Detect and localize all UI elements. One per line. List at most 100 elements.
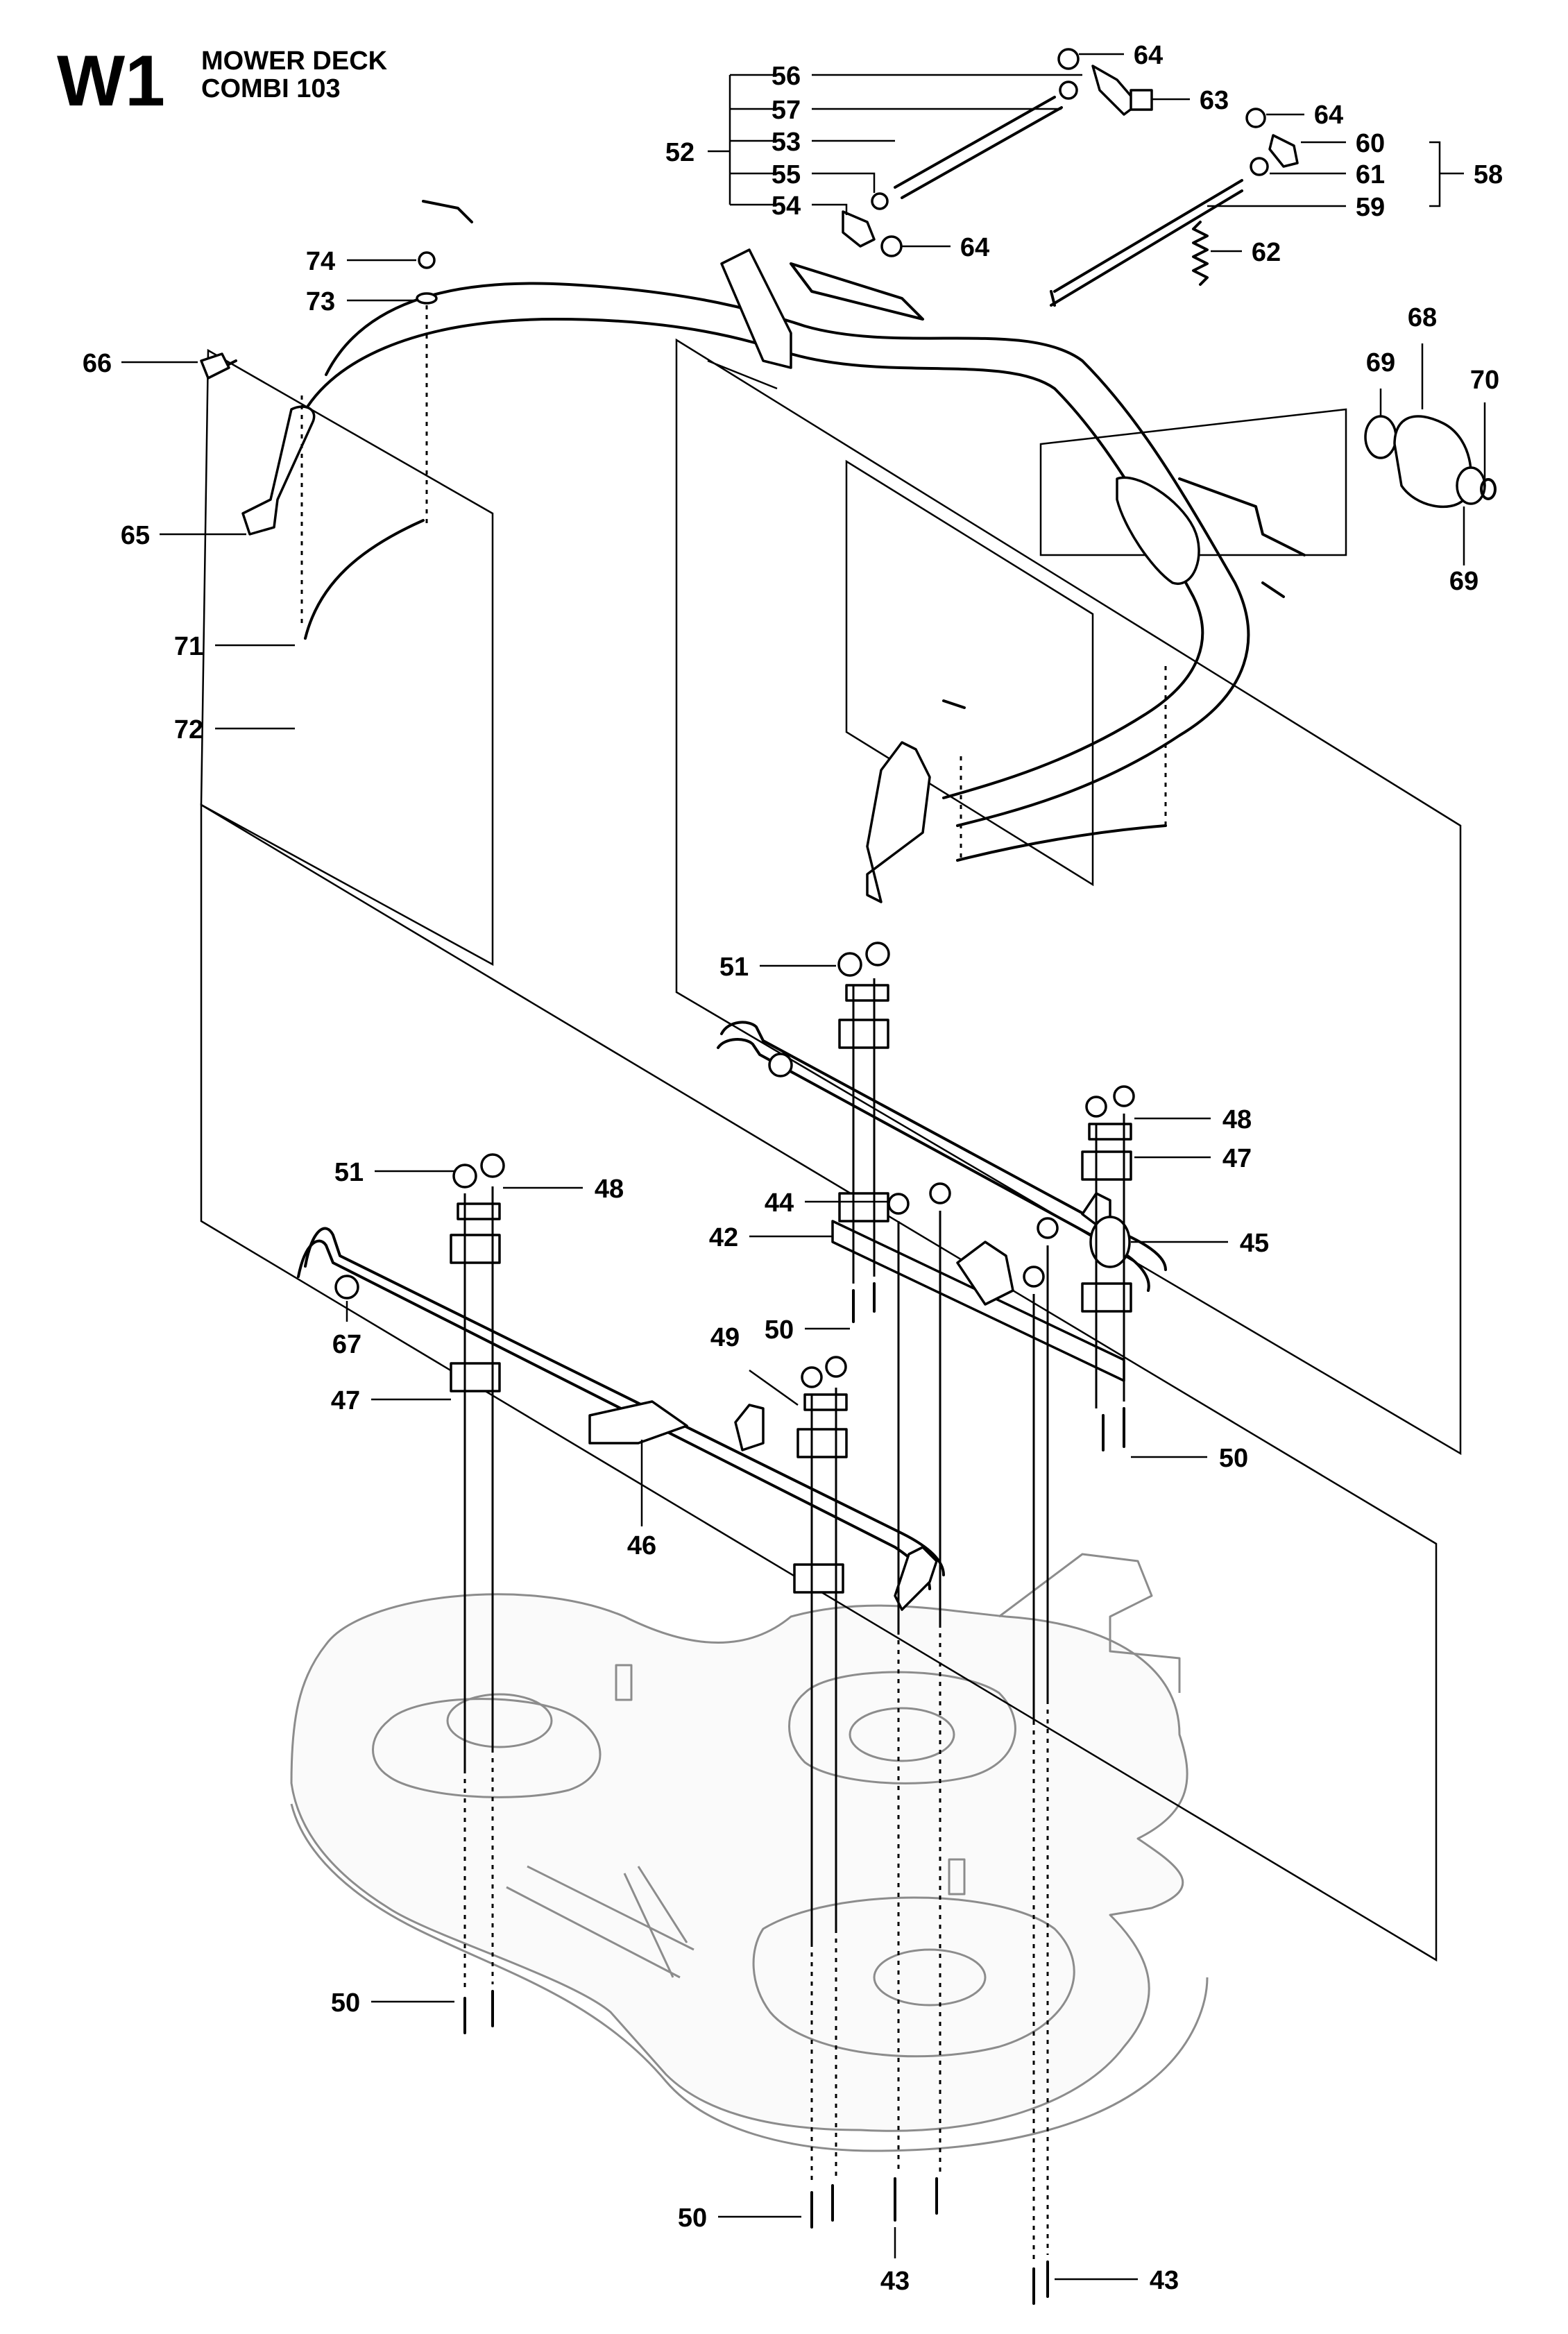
washer-69-left [1364,415,1397,459]
clamp-right-lower [1081,1282,1132,1313]
callout-61: 61 [1356,160,1385,189]
deck-shell [290,1593,1188,2132]
washer-69-right [1456,466,1486,505]
callout-43-right: 43 [1150,2266,1179,2295]
nut-64-top [1057,48,1080,70]
callout-62: 62 [1252,238,1281,267]
clamp-front-lower [793,1563,844,1594]
nut-42-b [1023,1266,1045,1288]
assembly-axes [300,305,1167,2262]
callout-64-top: 64 [1134,41,1163,70]
lift-arm-tube-inner [297,318,1204,799]
rod-59 [1050,179,1243,307]
deck-post-left [615,1664,633,1701]
roller-assembly [1364,415,1497,509]
nut-right-a [1085,1096,1107,1118]
bolt-shanks [463,1282,1125,2305]
frame-front-axle [200,803,1438,1962]
callout-51-left: 51 [334,1158,364,1187]
fasteners [200,200,1285,2305]
callout-55: 55 [772,160,801,189]
beam-42-bracket [956,1241,1014,1306]
frame-roller [1039,408,1347,556]
lift-arm-rod-top [790,262,924,321]
nut-44-b [929,1182,951,1204]
callout-65: 65 [121,521,150,550]
plate-48-left [457,1202,501,1220]
callout-50-bottom: 50 [678,2204,707,2233]
lift-bracket-left-65 [241,405,316,536]
bushing-45 [1089,1216,1131,1268]
beam-42 [831,1220,1125,1382]
callout-51-top: 51 [719,953,749,982]
callout-69-left: 69 [1366,348,1395,377]
lift-arm-assembly [241,248,1306,903]
nut-55 [871,192,889,210]
callout-56: 56 [772,62,801,91]
clamp-49 [796,1428,848,1458]
plate-48-right [1088,1123,1132,1141]
front-axle [297,1227,945,1611]
lead-49 [749,1369,799,1406]
rod-end-54 [842,210,876,248]
callout-71: 71 [174,632,203,661]
frame-left-link [200,348,494,966]
lead-54 [812,203,848,215]
nut-61 [1250,157,1269,176]
clamp-47-right [1081,1150,1132,1181]
deck-post-right [948,1858,966,1896]
callout-58: 58 [1474,160,1503,189]
callout-68: 68 [1408,303,1437,332]
callout-48-right: 48 [1222,1105,1252,1134]
title-line-1: MOWER DECK [201,46,388,76]
mower-deck-housing [290,1553,1209,2152]
lift-arm-bearing [1116,476,1200,586]
bolt-63 [1130,89,1153,111]
callout-72: 72 [174,715,203,744]
callout-52: 52 [665,138,694,167]
deck-spindle-housing-left [372,1698,602,1798]
header: W1 MOWER DECK COMBI 103 [57,41,388,121]
callout-49: 49 [710,1323,740,1352]
callout-47-right: 47 [1222,1144,1252,1173]
washer-73 [416,292,438,305]
clip-70 [1480,478,1497,500]
nut-74 [418,251,436,269]
lift-bracket-right [866,741,931,903]
callout-43-center: 43 [880,2267,910,2296]
callout-57: 57 [772,96,801,125]
reference-frames [200,338,1462,1962]
nut-51-left-a [452,1164,477,1189]
frame-right-link [845,459,1094,887]
callout-46: 46 [627,1531,656,1560]
callout-70: 70 [1470,366,1499,395]
nut-64-right [1245,108,1266,128]
nut-67 [334,1275,359,1300]
callout-67: 67 [332,1330,361,1359]
link-left-71 [304,519,425,640]
deck-x-embossing [506,1865,694,1979]
nut-42-a [1037,1217,1059,1239]
deck-spindle-housing-center [788,1671,1016,1784]
callout-50-left: 50 [331,1988,360,2018]
callout-42: 42 [709,1223,738,1252]
rod-end-60 [1268,134,1299,168]
lift-arm-bracket-top [720,248,792,369]
rod-53-edge [901,106,1063,199]
nut-51-top-a [837,952,862,977]
link-right [956,824,1167,862]
lead-bracket-52 [728,74,777,206]
callout-74: 74 [306,247,335,276]
nut-51-left-b [480,1153,505,1178]
clamp-left-top [450,1234,501,1264]
control-rods [842,48,1299,307]
deck-spindle-housing-right [752,1896,1075,2058]
deck-handle [998,1553,1181,1693]
deck-spindle-hole-left [446,1693,553,1748]
nut-right-b [1113,1085,1135,1107]
nut-51-top-b [865,942,890,966]
bolt-66-head [200,352,230,380]
nut-rear-axle [768,1053,793,1077]
deck-lower-skirt [290,1803,1209,2152]
